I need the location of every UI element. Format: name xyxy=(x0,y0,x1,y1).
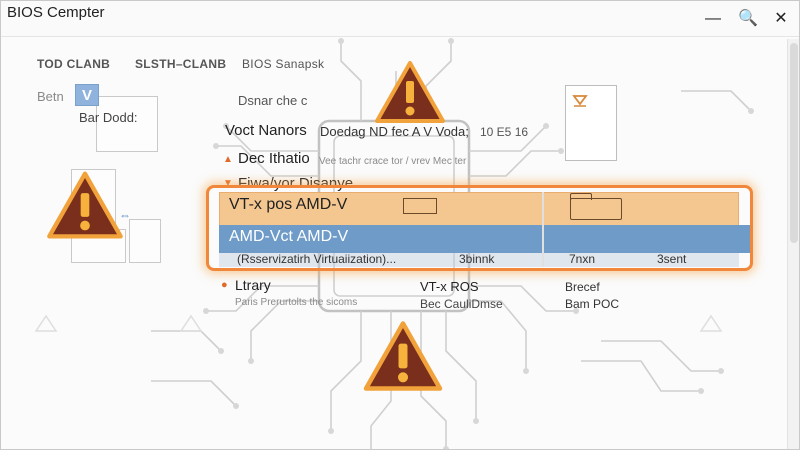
search-icon[interactable]: 🔍 xyxy=(738,10,758,27)
setting-row-virtualization[interactable] xyxy=(219,253,739,267)
tab-slsth-clanb[interactable]: SLSTH–CLANB xyxy=(135,57,227,71)
setting-line-dsnar: Dsnar che c xyxy=(238,93,308,108)
section-ltrary: Ltrary xyxy=(235,277,271,293)
toggle-box[interactable] xyxy=(403,198,437,214)
setting-heading-voct: Voct Nanors xyxy=(225,122,307,139)
warning-icon xyxy=(47,171,123,239)
section-right-bam-poc: Bam POC xyxy=(565,297,620,311)
link-connector-icon[interactable]: ⇔ xyxy=(119,208,131,222)
section-value-vtx-ros: VT-x ROS xyxy=(420,279,479,294)
section-dec-ithatio-sub: Vee tachr crace tor / vrev Mec ter xyxy=(319,156,467,167)
vertical-scrollbar[interactable] xyxy=(787,39,799,449)
section-dec-ithatio: Dec Ithatio xyxy=(238,150,310,167)
close-button[interactable]: ✕ xyxy=(774,10,788,27)
row-label-vtx: VT-x pos AMD-V xyxy=(229,196,348,213)
highlight-frame xyxy=(206,185,753,271)
warning-icon xyxy=(375,61,445,123)
minimize-button[interactable]: — xyxy=(705,10,721,27)
row-value-right1: 7nxn xyxy=(569,252,596,266)
window-title: BIOS Cempter xyxy=(7,4,105,21)
section-collapse-arrow-up[interactable]: ▲ xyxy=(223,154,233,165)
tab-bios-sanapsk[interactable]: BIOS Sanapsk xyxy=(242,57,325,71)
section-right-brecef: Brecef xyxy=(565,280,600,294)
row-label-amd-v: AMD-Vct AMD-V xyxy=(229,228,349,245)
section-ltrary-sub: Paris Prerurtolts the sicoms xyxy=(235,297,358,308)
column-divider xyxy=(542,192,544,267)
section-bullet-icon: ● xyxy=(221,279,228,291)
left-label-betn: Betn xyxy=(37,89,64,104)
checkbox-v[interactable]: V xyxy=(75,84,99,106)
document-icon-glyph xyxy=(572,95,588,107)
row-label-virtualization: (Rsservizatirh Virtuaiization)... xyxy=(237,252,397,266)
folder-icon[interactable] xyxy=(569,193,622,220)
left-label-bar-dodd: Bar Dodd: xyxy=(79,110,138,125)
document-icon xyxy=(565,85,617,161)
scrollbar-thumb[interactable] xyxy=(790,43,798,243)
title-bar: BIOS Cempter — 🔍 ✕ xyxy=(1,1,799,37)
left-panel-box xyxy=(96,96,158,152)
setting-row-amd-v-selected[interactable] xyxy=(219,225,753,253)
row-value-mid: 3binnk xyxy=(459,252,495,266)
setting-heading-doedag: Doedag ND fec A V Voda; xyxy=(320,124,469,139)
warning-icon xyxy=(363,321,443,391)
section-value-bec: Bec CauliDmse xyxy=(420,297,503,311)
row-value-right2: 3sent xyxy=(657,252,687,266)
tab-tod-clanb[interactable]: TOD CLANB xyxy=(37,57,111,71)
left-panel-box-small xyxy=(129,219,161,263)
setting-heading-number: 10 E5 16 xyxy=(480,125,529,139)
section-collapse-arrow-down[interactable]: ▼ xyxy=(223,178,233,189)
